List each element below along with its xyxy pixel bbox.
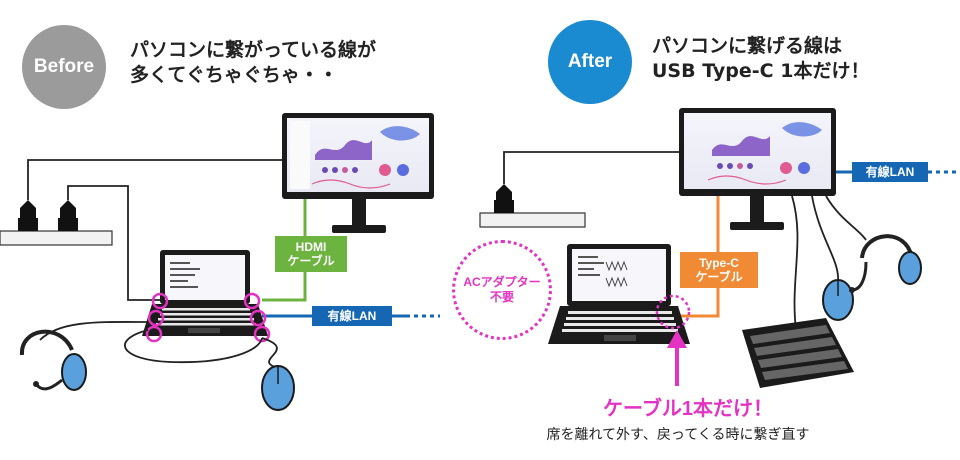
hdmi-cable-label: HDMI ケーブル (275, 236, 347, 272)
after-mouse (822, 279, 854, 321)
typec-label-line-2: ケーブル (695, 270, 743, 284)
after-headline-line-2: USB Type-C 1本だけ！ (652, 60, 870, 82)
ac-note-line-1: ACアダプター (463, 275, 541, 289)
after-power-strip (479, 184, 586, 228)
after-lan-label-text: 有線LAN (865, 165, 915, 179)
before-headline-line-1: パソコンに繋がっている線が (130, 39, 377, 61)
after-badge: After (548, 20, 632, 104)
before-power-strip (0, 200, 113, 246)
before-laptop (142, 250, 268, 336)
before-lan-label: 有線LAN (312, 306, 392, 326)
hdmi-label-line-2: ケーブル (287, 254, 335, 268)
after-headset (849, 234, 922, 293)
before-headset (19, 329, 87, 391)
before-mouse (261, 365, 295, 411)
pointer-arrow (667, 330, 687, 386)
before-lan-label-text: 有線LAN (327, 309, 377, 323)
after-lan-label: 有線LAN (852, 162, 928, 182)
after-keyboard (742, 318, 854, 388)
cable-title: ケーブル1本だけ！ (603, 398, 773, 420)
hdmi-label-line-1: HDMI (295, 240, 327, 254)
after-headline-line-1: パソコンに繋げる線は (652, 35, 843, 57)
cable-description: 席を離れて外す、戻ってくる時に繋ぎ直す (546, 427, 810, 443)
before-headline-line-2: 多くてぐちゃぐちゃ・・ (130, 64, 338, 86)
typec-label-line-1: Type-C (699, 256, 739, 270)
typec-cable-label: Type-C ケーブル (680, 252, 758, 288)
before-monitor (282, 113, 434, 233)
ac-adapter-note: ACアダプター 不要 (452, 240, 552, 340)
after-laptop (548, 244, 690, 344)
ac-note-line-2: 不要 (489, 290, 514, 304)
before-headline: パソコンに繋がっている線が 多くてぐちゃぐちゃ・・ (130, 38, 376, 88)
after-headline: パソコンに繋げる線は USB Type-C 1本だけ！ (652, 34, 869, 84)
after-monitor (679, 108, 836, 230)
before-badge: Before (22, 25, 106, 109)
